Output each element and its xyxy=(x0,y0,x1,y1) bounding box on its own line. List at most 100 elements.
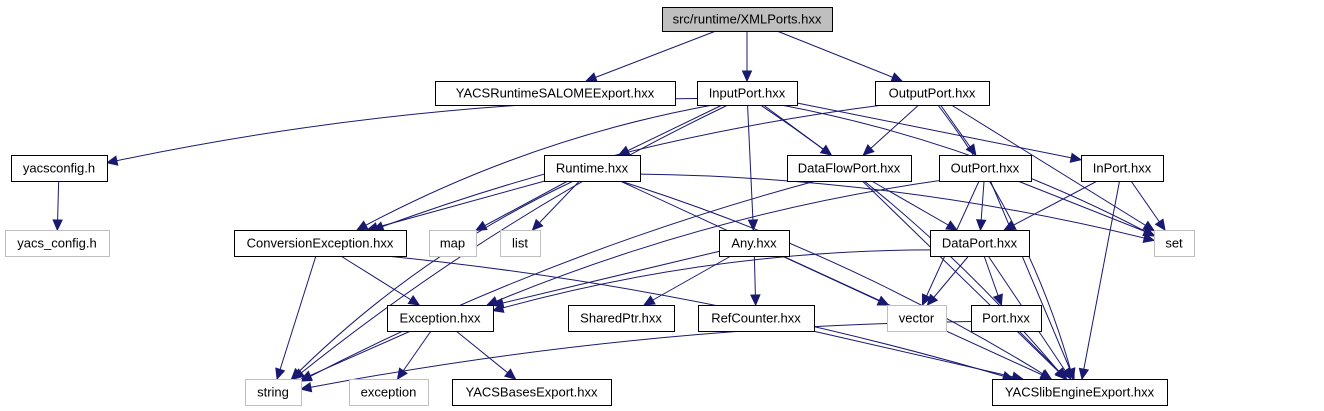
node-any[interactable]: Any.hxx xyxy=(719,230,790,257)
node-map: map xyxy=(429,230,477,257)
edge-line xyxy=(747,104,754,231)
node-box xyxy=(245,379,302,406)
edge-line xyxy=(1017,180,1155,236)
arrowhead-icon xyxy=(992,293,1003,307)
node-box xyxy=(452,379,612,406)
edge-dataport-to-exception_hxx xyxy=(491,249,931,313)
edge-runtime-to-map xyxy=(474,180,569,231)
node-dataflowport[interactable]: DataFlowPort.hxx xyxy=(787,155,912,182)
edge-line xyxy=(293,104,729,380)
node-label: RefCounter.hxx xyxy=(711,311,801,326)
node-yacsbases[interactable]: YACSBasesExport.hxx xyxy=(452,379,612,406)
edge-line xyxy=(812,330,1023,380)
edge-line xyxy=(291,180,574,380)
node-box xyxy=(992,379,1168,406)
edge-convexc-to-exception_hxx xyxy=(340,255,421,306)
node-label: yacsconfig.h xyxy=(23,161,95,176)
node-label: InPort.hxx xyxy=(1093,161,1152,176)
node-outputport[interactable]: OutputPort.hxx xyxy=(875,81,990,106)
node-refcounter[interactable]: RefCounter.hxx xyxy=(698,305,815,332)
node-yacsrtsalome[interactable]: YACSRuntimeSALOMEExport.hxx xyxy=(435,81,676,106)
node-yacslibengine[interactable]: YACSlibEngineExport.hxx xyxy=(992,379,1168,406)
arrowhead-icon xyxy=(1060,367,1072,381)
edge-line xyxy=(386,255,1014,380)
node-dataport[interactable]: DataPort.hxx xyxy=(930,230,1030,257)
arrowhead-icon xyxy=(1142,226,1156,237)
node-box xyxy=(11,155,108,182)
node-exception_hxx[interactable]: Exception.hxx xyxy=(387,305,494,332)
node-inputport[interactable]: InputPort.hxx xyxy=(697,81,798,106)
edge-line xyxy=(951,104,1155,232)
edge-xmlports-to-inputport xyxy=(741,30,753,83)
edge-line xyxy=(1003,180,1098,231)
node-set: set xyxy=(1154,230,1195,257)
node-box xyxy=(349,379,429,406)
node-xmlports[interactable]: src/runtime/XMLPorts.hxx xyxy=(662,7,833,32)
edge-runtime-to-convexc xyxy=(365,180,545,233)
edge-inport-to-dataport xyxy=(1003,180,1098,231)
edge-convexc-to-string xyxy=(275,255,317,381)
edge-line xyxy=(639,173,1155,241)
arrowhead-icon xyxy=(396,367,408,381)
node-sharedptr[interactable]: SharedPtr.hxx xyxy=(568,305,675,332)
edge-inputport-to-inport xyxy=(796,102,1083,163)
node-label: yacs_config.h xyxy=(17,236,97,251)
node-label: YACSRuntimeSALOMEExport.hxx xyxy=(456,86,655,101)
edge-line xyxy=(300,321,972,390)
node-label: InputPort.hxx xyxy=(709,86,786,101)
node-box xyxy=(971,305,1042,332)
node-label: OutputPort.hxx xyxy=(889,86,976,101)
edge-outport-to-yacslibengine xyxy=(990,180,1075,381)
node-inport[interactable]: InPort.hxx xyxy=(1081,155,1164,182)
arrowhead-icon xyxy=(474,220,488,231)
node-label: string xyxy=(257,385,289,400)
edge-any-to-sharedptr xyxy=(642,255,732,306)
arrowhead-icon xyxy=(1039,369,1053,380)
arrowhead-icon xyxy=(965,143,977,156)
arrowhead-icon xyxy=(642,295,656,306)
node-outport[interactable]: OutPort.hxx xyxy=(939,155,1032,182)
edge-line xyxy=(492,250,720,306)
arrowhead-icon xyxy=(275,367,286,381)
edge-line xyxy=(618,104,723,156)
edge-line xyxy=(643,255,732,306)
node-box xyxy=(930,230,1030,257)
node-box xyxy=(1154,230,1195,257)
arrowhead-icon xyxy=(290,367,303,380)
edge-inputport-to-convexc xyxy=(355,104,713,231)
arrowhead-icon xyxy=(299,382,313,393)
node-convexc[interactable]: ConversionException.hxx xyxy=(234,230,407,257)
arrowhead-icon xyxy=(1003,220,1016,231)
node-label: DataPort.hxx xyxy=(942,236,1018,251)
node-label: Port.hxx xyxy=(982,311,1030,326)
edge-line xyxy=(492,249,931,312)
edge-line xyxy=(620,180,1052,380)
edge-line xyxy=(487,180,940,306)
arrowhead-icon xyxy=(584,72,598,83)
node-yacsconfig[interactable]: yacsconfig.h xyxy=(11,155,108,182)
edge-outport-to-set xyxy=(1017,180,1156,237)
node-label: list xyxy=(512,236,528,251)
node-runtime[interactable]: Runtime.hxx xyxy=(544,155,641,182)
node-box xyxy=(875,81,990,106)
edge-port-to-string xyxy=(299,321,972,393)
arrowhead-icon xyxy=(1069,152,1083,163)
edge-any-to-refcounter xyxy=(750,255,761,307)
arrowhead-icon xyxy=(299,370,313,381)
node-label: SharedPtr.hxx xyxy=(580,311,662,326)
arrowhead-icon xyxy=(747,219,759,232)
node-box xyxy=(500,230,541,257)
arrowhead-icon xyxy=(921,293,932,307)
edge-port-to-yacslibengine xyxy=(1018,330,1068,380)
node-list: list xyxy=(500,230,541,257)
arrowhead-icon xyxy=(741,70,753,83)
node-label: OutPort.hxx xyxy=(951,161,1020,176)
edge-inport-to-yacslibengine xyxy=(1078,180,1121,381)
node-label: vector xyxy=(899,311,935,326)
edge-exception_hxx-to-yacsbases xyxy=(455,330,517,380)
edge-xmlports-to-yacsrtsalome xyxy=(584,30,717,83)
edge-line xyxy=(796,102,1082,161)
node-port[interactable]: Port.hxx xyxy=(971,305,1042,332)
node-label: YACSlibEngineExport.hxx xyxy=(1005,385,1155,400)
edge-outputport-to-dataflowport xyxy=(862,104,920,156)
